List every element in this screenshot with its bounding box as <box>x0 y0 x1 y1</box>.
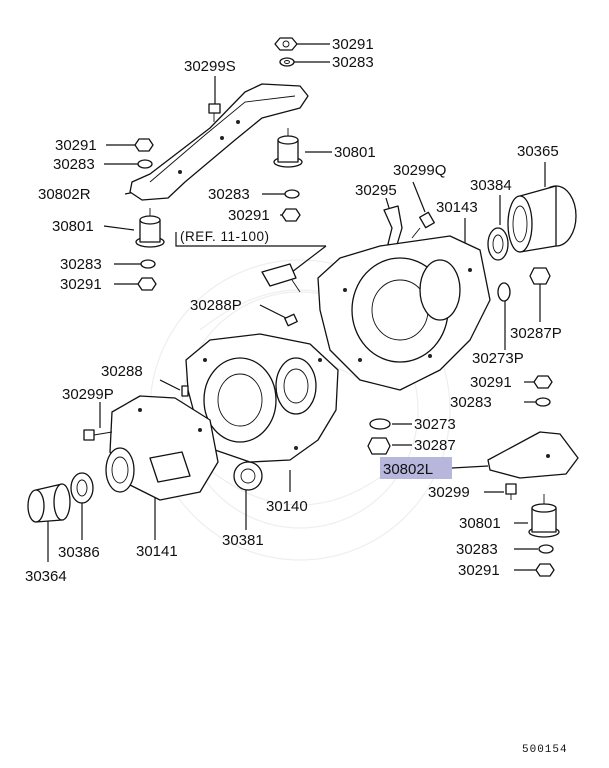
extension-housing <box>507 185 577 253</box>
oil-seal-icon <box>487 227 509 261</box>
highlight-box <box>380 457 452 479</box>
part-number-label[interactable]: 30802R <box>38 186 91 203</box>
bolt-icon <box>208 103 221 122</box>
oil-seal-icon <box>233 461 263 491</box>
gasket-ring-icon <box>497 282 511 302</box>
nut-icon <box>281 208 301 222</box>
artwork <box>27 37 579 577</box>
nut-icon <box>137 277 157 291</box>
part-number-label[interactable]: 30801 <box>334 144 376 161</box>
nut-icon <box>134 138 154 152</box>
part-number-label[interactable]: 30299 <box>428 484 470 501</box>
crossmember-right-bracket <box>129 83 309 201</box>
gasket-ring-icon <box>369 418 391 430</box>
dust-cover-icon <box>27 483 71 523</box>
part-number-label[interactable]: 30143 <box>436 199 478 216</box>
part-number-label[interactable]: 30299S <box>184 58 236 75</box>
part-number-label[interactable]: 30273P <box>472 350 524 367</box>
sealant-tube-icon <box>261 263 301 293</box>
engine-mount-icon <box>135 208 165 248</box>
part-number-label[interactable]: 30299P <box>62 386 114 403</box>
part-number-label[interactable]: 30365 <box>517 143 559 160</box>
figure-code: 500154 <box>522 744 568 756</box>
washer-icon <box>140 259 156 269</box>
transfer-case-housing <box>317 235 491 391</box>
part-number-label-selected[interactable]: 30802L <box>383 461 433 478</box>
part-number-label[interactable]: 30140 <box>266 498 308 515</box>
washer-icon <box>279 57 295 67</box>
part-number-label[interactable]: 30273 <box>414 416 456 433</box>
bolt-icon <box>505 483 517 500</box>
part-labels: 30291 30283 30299S 30291 30283 30801 308… <box>25 36 568 756</box>
bolt-icon <box>83 429 113 441</box>
engine-mount-icon <box>273 128 303 168</box>
nut-icon <box>274 37 298 51</box>
part-number-label[interactable]: 30291 <box>470 374 512 391</box>
crossmember-left-bracket <box>487 431 579 479</box>
part-number-label[interactable]: 30386 <box>58 544 100 561</box>
dowel-pin-icon <box>181 385 189 397</box>
dowel-pin-icon <box>284 313 298 327</box>
transfer-case-center-housing <box>185 333 339 463</box>
washer-icon <box>284 189 300 199</box>
drain-plug-icon <box>367 437 391 455</box>
part-number-label[interactable]: 30288 <box>101 363 143 380</box>
drain-plug-icon <box>529 267 551 285</box>
front-adapter-housing <box>105 395 219 501</box>
part-number-label[interactable]: 30384 <box>470 177 512 194</box>
part-number-label[interactable]: 30141 <box>136 543 178 560</box>
washer-icon <box>538 544 554 554</box>
part-number-label[interactable]: 30287P <box>510 325 562 342</box>
part-number-label[interactable]: 30283 <box>208 186 250 203</box>
part-number-label[interactable]: 30291 <box>60 276 102 293</box>
part-number-label[interactable]: 30291 <box>458 562 500 579</box>
part-number-label[interactable]: 30291 <box>55 137 97 154</box>
part-number-label[interactable]: 30283 <box>456 541 498 558</box>
bolt-icon <box>411 211 435 239</box>
part-number-label[interactable]: 30291 <box>228 207 270 224</box>
engine-mount-icon <box>528 494 560 538</box>
part-number-label[interactable]: 30364 <box>25 568 67 585</box>
nut-icon <box>533 375 553 389</box>
part-number-label[interactable]: 30287 <box>414 437 456 454</box>
oil-seal-icon <box>70 472 94 504</box>
part-number-label[interactable]: 30283 <box>332 54 374 71</box>
part-number-label[interactable]: 30288P <box>190 297 242 314</box>
part-number-label[interactable]: 30295 <box>355 182 397 199</box>
part-number-label[interactable]: 30291 <box>332 36 374 53</box>
part-number-label[interactable]: 30283 <box>60 256 102 273</box>
part-number-label[interactable]: 30283 <box>53 156 95 173</box>
washer-icon <box>137 159 153 169</box>
bracket-icon <box>383 205 403 249</box>
part-number-label[interactable]: 30299Q <box>393 162 446 179</box>
reference-note[interactable]: (REF. 11-100) <box>180 229 270 244</box>
washer-icon <box>535 397 551 407</box>
part-number-label[interactable]: 30801 <box>459 515 501 532</box>
part-number-label[interactable]: 30283 <box>450 394 492 411</box>
nut-icon <box>535 563 555 577</box>
part-number-label[interactable]: 30801 <box>52 218 94 235</box>
part-number-label[interactable]: 30381 <box>222 532 264 549</box>
